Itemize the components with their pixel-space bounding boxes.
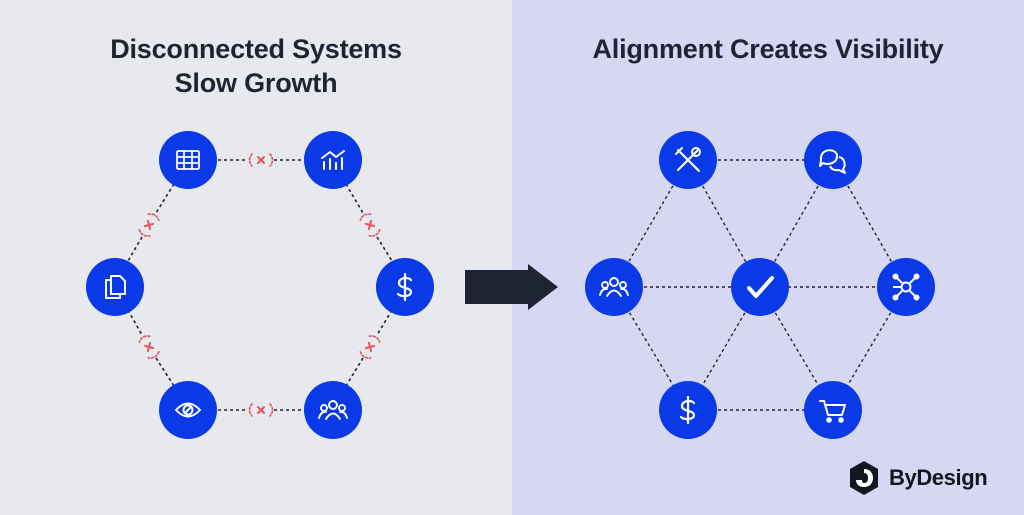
node-eye [159, 381, 217, 439]
left-title-line2: Slow Growth [174, 68, 338, 98]
dollar-icon [396, 272, 413, 302]
node-dollar-right [659, 381, 717, 439]
node-check [731, 258, 789, 316]
link-segment [155, 357, 175, 387]
documents-icon [105, 275, 126, 299]
bydesign-logo-icon [850, 461, 878, 495]
tools-icon [675, 147, 701, 172]
node-users [304, 381, 362, 439]
link-segment [345, 183, 364, 214]
brand: ByDesign [846, 460, 988, 496]
link-segment [155, 183, 175, 214]
node-documents [86, 258, 144, 316]
chat-bubbles-icon [819, 149, 846, 174]
node-abacus [159, 131, 217, 189]
shopping-cart-icon [819, 400, 846, 423]
users-group-icon [318, 400, 348, 420]
users-group-icon [599, 277, 629, 297]
left-panel [0, 0, 512, 515]
node-chart [304, 131, 362, 189]
node-network [877, 258, 935, 316]
network-hub-icon [892, 273, 920, 301]
node-tools [659, 131, 717, 189]
node-dollar [376, 258, 434, 316]
left-title-line1: Disconnected Systems [110, 34, 402, 64]
broken-link-icon [359, 335, 381, 359]
node-chat [804, 131, 862, 189]
link-segment [376, 309, 393, 336]
node-users-right [585, 258, 643, 316]
arrow-right-icon [465, 264, 558, 310]
dollar-icon [679, 395, 696, 425]
brand-name: ByDesign [889, 465, 988, 490]
checkmark-icon [747, 276, 774, 298]
broken-link-icon [359, 213, 381, 237]
link-segment [127, 236, 143, 262]
broken-link-icon [248, 403, 274, 417]
link-segment [376, 236, 393, 262]
abacus-icon [176, 150, 200, 170]
broken-links [138, 153, 381, 417]
right-panel [512, 0, 1024, 515]
broken-link-icon [248, 153, 274, 167]
link-segment [345, 357, 364, 387]
left-links [127, 159, 393, 411]
bar-chart-trend-icon [321, 150, 345, 170]
node-cart [804, 381, 862, 439]
right-panel-title: Alignment Creates Visibility [592, 34, 944, 64]
eye-icon [174, 402, 202, 418]
broken-link-icon [138, 335, 160, 359]
broken-link-icon [138, 213, 160, 237]
link-segment [127, 309, 143, 336]
left-panel-title: Disconnected Systems Slow Growth [0, 32, 512, 100]
